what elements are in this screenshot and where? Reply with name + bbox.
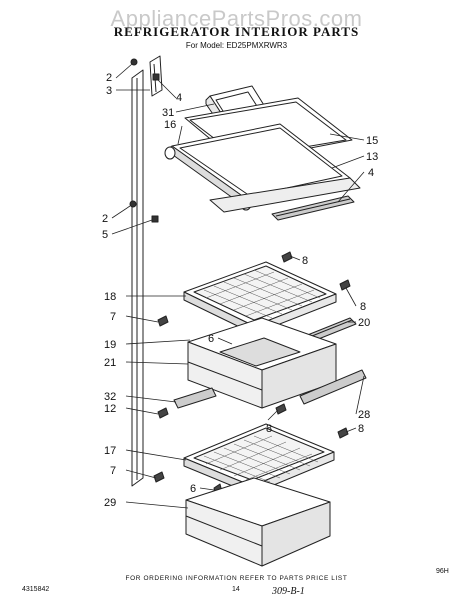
- callout-4b: 4: [368, 167, 374, 179]
- callout-28: 28: [358, 409, 370, 421]
- callout-15: 15: [366, 135, 378, 147]
- callout-5: 5: [102, 229, 108, 241]
- callout-31: 31: [162, 107, 174, 119]
- callout-12: 12: [104, 403, 116, 415]
- page-title: REFRIGERATOR INTERIOR PARTS: [113, 24, 360, 39]
- callout-3: 3: [106, 85, 112, 97]
- callout-4: 4: [176, 92, 182, 104]
- callout-20: 20: [358, 317, 370, 329]
- model-label: For Model: ED25PMXRWR3: [185, 41, 288, 50]
- callout-7: 7: [110, 311, 116, 323]
- callout-2: 2: [106, 72, 112, 84]
- shelf-rail: [131, 55, 163, 487]
- figure-code: 96H: [436, 568, 449, 575]
- callout-16: 16: [164, 119, 176, 131]
- screw-icon: [129, 58, 160, 223]
- callout-8c: 8: [266, 423, 272, 435]
- handwritten-note: 309-B-1: [272, 586, 305, 597]
- leader-lines: [111, 63, 365, 509]
- callout-labels: 2 3 4 31 16 15 13 4 2 5 8 18 8 7 20 6 19…: [102, 72, 378, 509]
- ordering-note: FOR ORDERING INFORMATION REFER TO PARTS …: [125, 575, 348, 582]
- callout-21: 21: [104, 357, 116, 369]
- callout-29: 29: [104, 497, 116, 509]
- callout-13: 13: [366, 151, 378, 163]
- watermark: AppliancePartsPros.com: [110, 6, 363, 31]
- callout-17: 17: [104, 445, 116, 457]
- page-number: 14: [232, 586, 240, 593]
- callout-8b: 8: [360, 301, 366, 313]
- callout-8a: 8: [302, 255, 308, 267]
- callout-19: 19: [104, 339, 116, 351]
- callout-2b: 2: [102, 213, 108, 225]
- glass-shelf-grid: [203, 269, 321, 319]
- callout-32: 32: [104, 391, 116, 403]
- lower-glass-shelf-grid: [203, 435, 319, 483]
- bottom-crisper-pan: [185, 477, 331, 567]
- callout-6b: 6: [190, 483, 196, 495]
- callout-8d: 8: [358, 423, 364, 435]
- shelf-trim: [271, 195, 355, 221]
- callout-18: 18: [104, 291, 116, 303]
- callout-6: 6: [208, 333, 214, 345]
- crisper-cover-strip: [173, 369, 367, 409]
- top-shelf: [164, 97, 361, 213]
- document-number: 4315842: [22, 586, 50, 593]
- crisper-pan: [187, 317, 337, 409]
- callout-7b: 7: [110, 465, 116, 477]
